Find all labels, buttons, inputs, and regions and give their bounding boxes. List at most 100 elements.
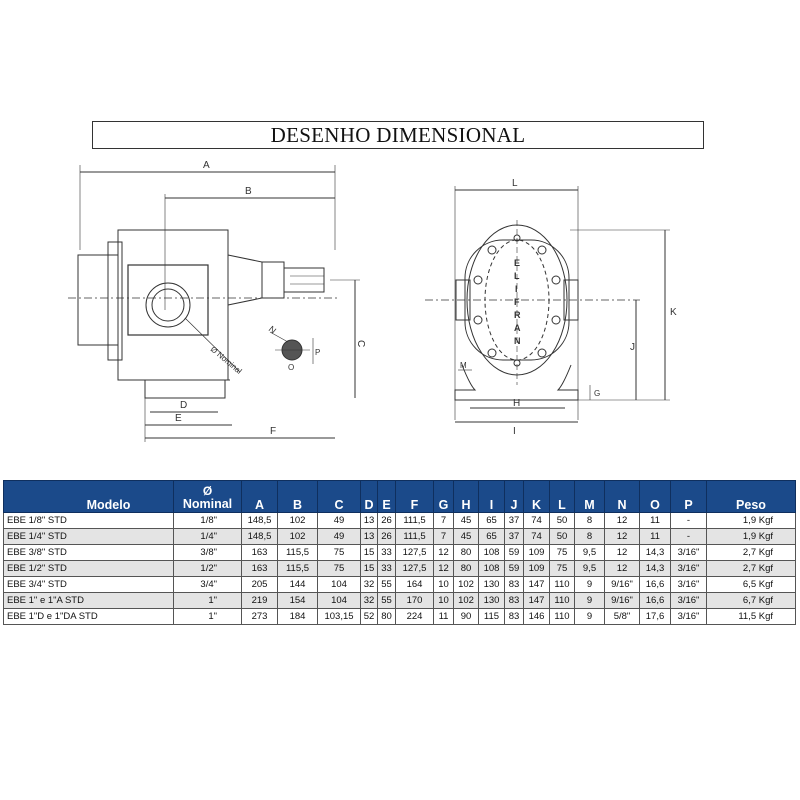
cell-c: 49 — [317, 512, 361, 529]
cell-m: 9,5 — [574, 544, 605, 561]
cell-n: 12 — [604, 544, 640, 561]
cell-f: 224 — [395, 608, 434, 625]
header-col-l: L — [549, 480, 575, 513]
cell-nominal: 1/8" — [173, 512, 242, 529]
cell-b: 154 — [277, 592, 318, 609]
cell-m: 9 — [574, 592, 605, 609]
cell-c: 104 — [317, 592, 361, 609]
cell-nominal: 3/4" — [173, 576, 242, 593]
cell-i: 65 — [478, 512, 505, 529]
cell-d: 52 — [360, 608, 378, 625]
cell-o: 14,3 — [639, 560, 671, 577]
cell-peso: 6,5 Kgf — [706, 576, 796, 593]
cell-p: 3/16" — [670, 560, 707, 577]
cell-peso: 1,9 Kgf — [706, 512, 796, 529]
cell-o: 16,6 — [639, 592, 671, 609]
dimensional-drawing: A B C D E F N O P Ø Nominal — [68, 160, 677, 442]
cell-a: 163 — [241, 544, 278, 561]
cell-i: 108 — [478, 560, 505, 577]
cell-n: 9/16" — [604, 576, 640, 593]
cell-b: 102 — [277, 528, 318, 545]
cell-n: 12 — [604, 528, 640, 545]
svg-text:I: I — [513, 426, 516, 437]
cell-g: 10 — [433, 592, 454, 609]
cell-e: 26 — [377, 512, 396, 529]
cell-e: 26 — [377, 528, 396, 545]
cell-n: 12 — [604, 512, 640, 529]
svg-text:H: H — [513, 398, 520, 409]
cell-l: 75 — [549, 544, 575, 561]
cell-h: 80 — [453, 560, 479, 577]
cell-d: 32 — [360, 576, 378, 593]
cell-k: 146 — [523, 608, 550, 625]
cell-c: 104 — [317, 576, 361, 593]
cell-j: 59 — [504, 544, 524, 561]
cell-e: 55 — [377, 576, 396, 593]
cell-j: 83 — [504, 608, 524, 625]
cell-h: 102 — [453, 576, 479, 593]
cell-p: 3/16" — [670, 576, 707, 593]
svg-text:A: A — [203, 160, 210, 171]
cell-h: 102 — [453, 592, 479, 609]
cell-i: 65 — [478, 528, 505, 545]
svg-text:R: R — [514, 310, 521, 320]
cell-k: 109 — [523, 544, 550, 561]
cell-d: 13 — [360, 528, 378, 545]
cell-k: 74 — [523, 528, 550, 545]
svg-text:L: L — [512, 178, 518, 189]
cell-f: 111,5 — [395, 528, 434, 545]
cell-c: 75 — [317, 560, 361, 577]
cell-f: 164 — [395, 576, 434, 593]
cell-n: 5/8" — [604, 608, 640, 625]
cell-p: - — [670, 512, 707, 529]
brand-letters: E L I F R A N — [514, 258, 521, 346]
cell-model: EBE 3/8" STD — [3, 544, 174, 561]
svg-text:J: J — [630, 342, 635, 353]
header-col-i: I — [478, 480, 505, 513]
svg-text:G: G — [594, 389, 600, 398]
header-col-n: N — [604, 480, 640, 513]
cell-i: 115 — [478, 608, 505, 625]
header-col-j: J — [504, 480, 524, 513]
cell-k: 74 — [523, 512, 550, 529]
cell-m: 9 — [574, 608, 605, 625]
cell-e: 33 — [377, 560, 396, 577]
cell-o: 14,3 — [639, 544, 671, 561]
cell-j: 59 — [504, 560, 524, 577]
cell-model: EBE 1/4" STD — [3, 528, 174, 545]
header-modelo: Modelo — [3, 480, 174, 513]
cell-c: 75 — [317, 544, 361, 561]
svg-text:F: F — [514, 297, 520, 307]
header-col-c: C — [317, 480, 361, 513]
cell-b: 115,5 — [277, 544, 318, 561]
page-title: DESENHO DIMENSIONAL — [92, 121, 704, 149]
cell-k: 109 — [523, 560, 550, 577]
cell-g: 7 — [433, 512, 454, 529]
cell-l: 110 — [549, 576, 575, 593]
cell-a: 148,5 — [241, 528, 278, 545]
cell-o: 16,6 — [639, 576, 671, 593]
svg-text:Ø Nominal: Ø Nominal — [209, 345, 244, 376]
cell-a: 273 — [241, 608, 278, 625]
front-view — [68, 165, 360, 442]
cell-h: 45 — [453, 512, 479, 529]
svg-text:N: N — [514, 336, 521, 346]
cell-b: 184 — [277, 608, 318, 625]
cell-peso: 2,7 Kgf — [706, 544, 796, 561]
header-col-g: G — [433, 480, 454, 513]
cell-b: 144 — [277, 576, 318, 593]
cell-g: 7 — [433, 528, 454, 545]
header-col-a: A — [241, 480, 278, 513]
svg-text:A: A — [514, 323, 521, 333]
cell-model: EBE 1" e 1"A STD — [3, 592, 174, 609]
cell-a: 219 — [241, 592, 278, 609]
cell-nominal: 3/8" — [173, 544, 242, 561]
cell-i: 130 — [478, 592, 505, 609]
cell-d: 13 — [360, 512, 378, 529]
cell-n: 9/16" — [604, 592, 640, 609]
cell-e: 55 — [377, 592, 396, 609]
side-labels: L K J M G H I — [460, 178, 677, 437]
